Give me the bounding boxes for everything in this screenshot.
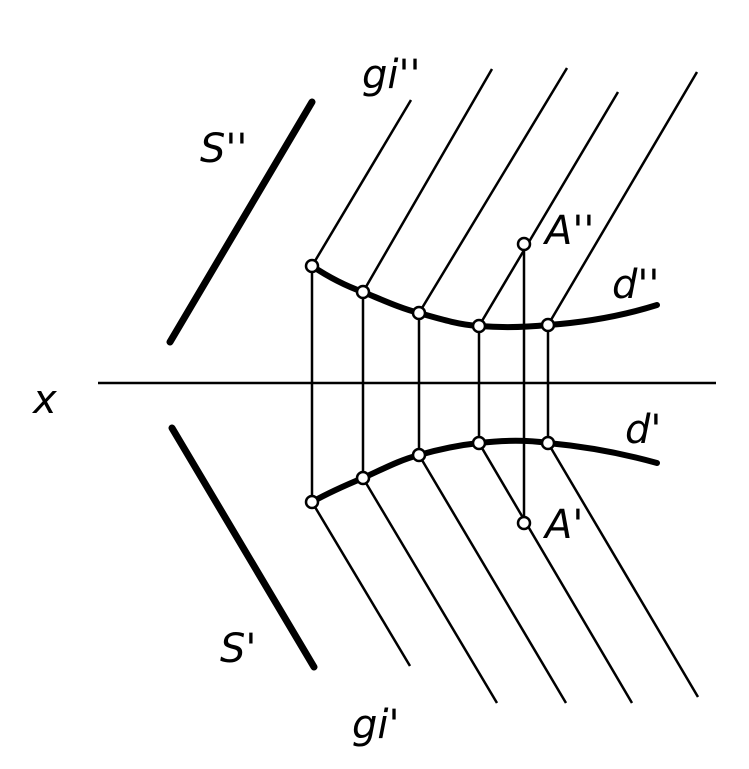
point-upper-1: [304, 258, 320, 274]
point-upper-3: [411, 305, 427, 321]
s-prime-line: [168, 424, 318, 671]
label-a-double-prime: A'': [542, 208, 594, 254]
s-double-prime-line: [166, 98, 316, 346]
label-s-prime: S': [220, 626, 256, 672]
upper-generator-1: [310, 99, 413, 267]
point-upper-5: [540, 317, 556, 333]
lower-generator-1: [310, 501, 412, 667]
lower-generator-2: [361, 477, 499, 704]
point-lower-3: [411, 447, 427, 463]
point-upper-2: [355, 284, 371, 300]
point-lower-1: [304, 494, 320, 510]
vertical-connectors: [310, 244, 550, 523]
point-lower-4: [471, 435, 487, 451]
label-d-prime: d': [625, 407, 661, 453]
label-gi-double-prime: gi'': [362, 52, 421, 98]
upper-generator-2: [361, 68, 494, 293]
lower-generators: [310, 442, 700, 704]
points: [304, 236, 556, 531]
point-a-prime: [516, 515, 532, 531]
point-a-double-prime: [516, 236, 532, 252]
point-lower-5: [540, 435, 556, 451]
label-d-double-prime: d'': [612, 262, 659, 308]
lower-generator-5: [546, 442, 700, 698]
label-a-prime: A': [542, 502, 583, 548]
upper-generators: [310, 67, 699, 327]
lower-generator-4: [477, 442, 634, 704]
label-s-double-prime: S'': [200, 126, 247, 172]
upper-generator-4: [477, 91, 620, 327]
upper-generator-5: [546, 71, 699, 326]
label-gi-prime: gi': [352, 702, 400, 748]
upper-generator-3: [417, 67, 569, 314]
point-lower-2: [355, 470, 371, 486]
point-upper-4: [471, 318, 487, 334]
lower-generator-3: [417, 454, 568, 704]
label-x-axis: x: [31, 377, 57, 423]
